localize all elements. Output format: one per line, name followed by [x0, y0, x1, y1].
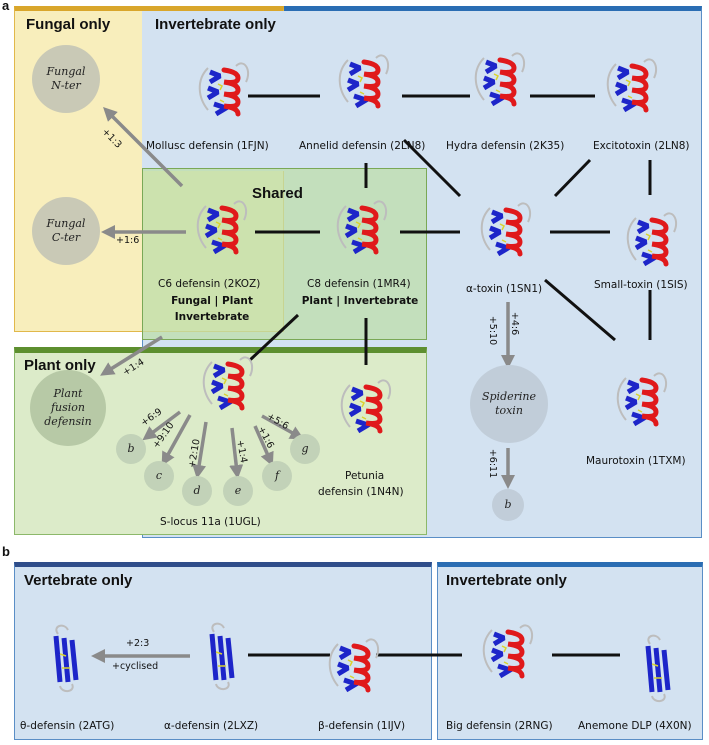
caption-slocus: S-locus 11a (1UGL) — [160, 516, 261, 528]
caption-c8: C8 defensin (1MR4) — [307, 278, 411, 290]
panel-a-label: a — [2, 0, 10, 13]
caption-petunia-1: Petunia — [345, 470, 385, 482]
caption-small-toxin: Small-toxin (1SIS) — [594, 279, 688, 291]
arrow-label-spider-a: +5:10 — [487, 315, 499, 346]
invertebrate-only-b-title: Invertebrate only — [446, 572, 567, 589]
panel-b-label: b — [2, 544, 10, 559]
caption-annelid: Annelid defensin (2LN8) — [299, 140, 426, 152]
plant-fusion-line1: Plant — [53, 386, 83, 400]
spiderine-line1: Spiderine — [481, 389, 537, 403]
plant-fusion-line2: fusion — [50, 400, 86, 414]
node-c: c — [144, 461, 174, 491]
s-locus-structure — [204, 357, 252, 408]
arrow-label-cter: +1:6 — [116, 235, 140, 246]
big-defensin-structure — [484, 625, 532, 676]
small-toxin-structure — [628, 213, 676, 264]
c6-defensin-structure — [198, 201, 246, 252]
fungal-nter-line1: Fungal — [46, 64, 86, 78]
hydra-defensin-structure — [476, 53, 524, 104]
shared-title: Shared — [252, 185, 303, 202]
caption-alpha-toxin: α-toxin (1SN1) — [466, 283, 543, 295]
caption-c8-groups: Plant | Invertebrate — [301, 295, 419, 307]
caption-c6-groups-2: Invertebrate — [174, 311, 250, 323]
annelid-defensin-structure — [340, 55, 388, 106]
caption-alpha-defensin: α-defensin (2LXZ) — [164, 720, 259, 732]
plant-fusion-line3: defensin — [44, 415, 92, 429]
spiderine-line2: toxin — [495, 404, 523, 417]
spiderine-b-node: b — [492, 489, 524, 521]
arrow-label-spider-down: +6:11 — [487, 448, 499, 479]
caption-beta-defensin: β-defensin (1IJV) — [318, 720, 406, 732]
connections-panel-a — [248, 94, 652, 365]
node-b: b — [116, 434, 146, 464]
caption-theta-defensin: θ-defensin (2ATG) — [20, 720, 115, 732]
c8-defensin-structure — [338, 201, 386, 252]
anemone-dlp-structure — [648, 636, 668, 701]
fungal-cter-line1: Fungal — [46, 216, 86, 230]
alpha-toxin-structure — [482, 203, 530, 254]
node-f: f — [262, 461, 292, 491]
caption-mollusc: Mollusc defensin (1FJN) — [146, 140, 269, 152]
arrow-label-theta-1: +2:3 — [126, 638, 150, 649]
fungal-nter-line2: N-ter — [51, 79, 81, 92]
plant-only-title: Plant only — [24, 357, 96, 374]
caption-c6-groups-1: Fungal | Plant — [171, 295, 253, 307]
caption-hydra: Hydra defensin (2K35) — [446, 140, 565, 152]
caption-maurotoxin: Maurotoxin (1TXM) — [586, 455, 686, 467]
fungal-only-title: Fungal only — [26, 16, 111, 33]
caption-excitotoxin: Excitotoxin (2LN8) — [593, 140, 690, 152]
maurotoxin-structure — [618, 373, 666, 424]
theta-defensin-structure — [56, 626, 76, 691]
caption-big-defensin: Big defensin (2RNG) — [446, 720, 553, 732]
petunia-defensin-structure — [342, 380, 390, 431]
arrow-label-theta-2: +cyclised — [112, 661, 159, 672]
excitotoxin-structure — [608, 59, 656, 110]
caption-c6: C6 defensin (2KOZ) — [158, 278, 261, 290]
invertebrate-only-title: Invertebrate only — [155, 16, 276, 33]
derivation-arrows — [91, 107, 515, 663]
alpha-defensin-structure — [212, 624, 232, 689]
node-d: d — [182, 476, 212, 506]
arrow-label-spider-b: +4:6 — [509, 311, 521, 336]
node-g: g — [290, 434, 320, 464]
vertebrate-only-title: Vertebrate only — [24, 572, 133, 589]
mollusc-defensin-structure — [200, 63, 248, 114]
shared-region — [142, 168, 427, 340]
beta-defensin-structure — [330, 639, 378, 690]
fungal-cter-line2: C-ter — [51, 231, 81, 244]
caption-petunia-2: defensin (1N4N) — [318, 486, 404, 498]
node-e: e — [223, 476, 253, 506]
caption-anemone-dlp: Anemone DLP (4X0N) — [578, 720, 692, 732]
